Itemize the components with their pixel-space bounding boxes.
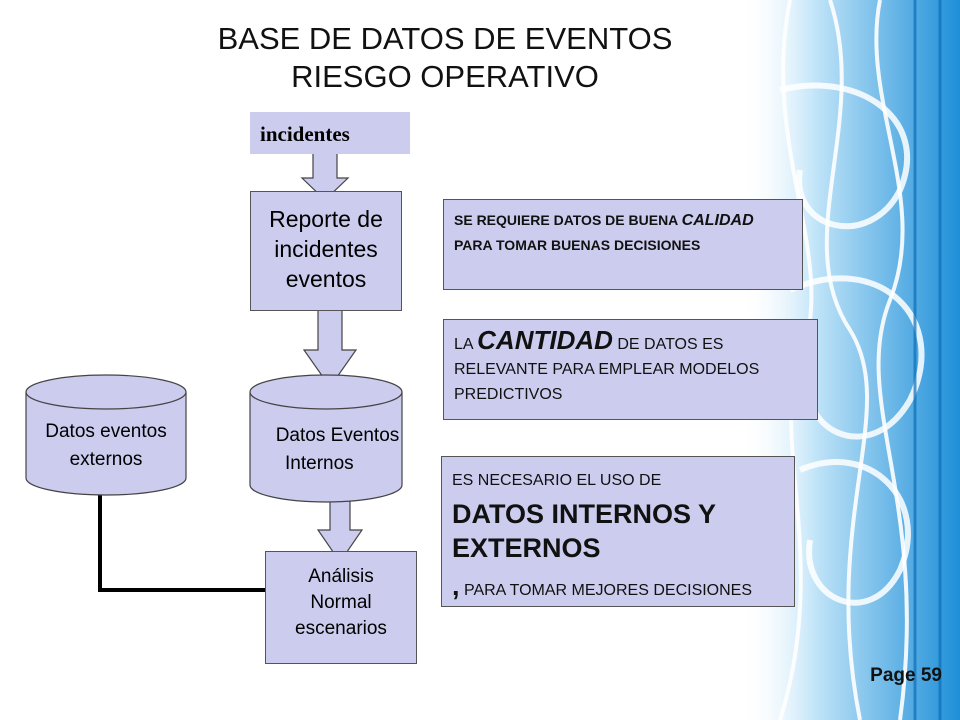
analisis-line-3: escenarios bbox=[295, 618, 387, 639]
title-line-1: BASE DE DATOS DE EVENTOS bbox=[217, 21, 673, 56]
arrow-incidentes-to-reporte bbox=[300, 149, 350, 201]
note1-emphasis: CALIDAD bbox=[681, 212, 754, 229]
cylinder-datos-internos bbox=[249, 374, 403, 503]
node-analisis: Análisis Normal escenarios bbox=[265, 551, 417, 664]
node-incidentes: incidentes bbox=[250, 112, 410, 154]
reporte-line-3: eventos bbox=[285, 266, 367, 292]
arrow-reporte-to-internos bbox=[302, 302, 358, 389]
reporte-line-2: incidentes bbox=[274, 236, 378, 262]
note3-post: PARA TOMAR MEJORES DECISIONES bbox=[459, 582, 753, 599]
note-calidad: SE REQUIERE DATOS DE BUENA CALIDAD PARA … bbox=[443, 199, 803, 290]
label-datos-internos: Datos Eventos Internos bbox=[255, 422, 420, 478]
title-line-2: RIESGO OPERATIVO bbox=[291, 59, 599, 94]
note3-pre: ES NECESARIO EL USO DE bbox=[452, 472, 662, 489]
note3-emphasis: DATOS INTERNOS Y EXTERNOS bbox=[452, 499, 716, 563]
note2-pre: LA bbox=[454, 336, 478, 353]
note1-pre: SE REQUIERE DATOS DE BUENA bbox=[454, 212, 682, 228]
analisis-line-2: Normal bbox=[310, 592, 372, 613]
note-cantidad: LA CANTIDAD DE DATOS ES RELEVANTE PARA E… bbox=[443, 319, 818, 420]
note2-emphasis: CANTIDAD bbox=[477, 325, 613, 355]
externos-line-2: externos bbox=[69, 449, 143, 470]
note3-comma: , bbox=[452, 571, 460, 601]
externos-line-1: Datos eventos bbox=[45, 421, 167, 442]
page-title: BASE DE DATOS DE EVENTOS RIESGO OPERATIV… bbox=[150, 20, 740, 96]
node-reporte-incidentes: Reporte de incidentes eventos bbox=[250, 191, 402, 311]
note-datos-internos-externos: ES NECESARIO EL USO DE DATOS INTERNOS Y … bbox=[441, 456, 795, 607]
internos-line-1: Datos Eventos bbox=[275, 425, 400, 446]
line-externos-to-analisis bbox=[98, 493, 272, 592]
internos-line-2: Internos bbox=[285, 453, 354, 474]
note1-post: PARA TOMAR BUENAS DECISIONES bbox=[454, 237, 701, 253]
label-datos-externos: Datos eventos externos bbox=[26, 418, 186, 474]
cylinder-datos-externos bbox=[25, 374, 187, 496]
analisis-line-1: Análisis bbox=[308, 566, 374, 587]
reporte-line-1: Reporte de bbox=[269, 206, 383, 232]
page-number: Page 59 bbox=[870, 665, 942, 686]
note2-post: DE DATOS ES RELEVANTE PARA EMPLEAR MODEL… bbox=[454, 336, 760, 403]
